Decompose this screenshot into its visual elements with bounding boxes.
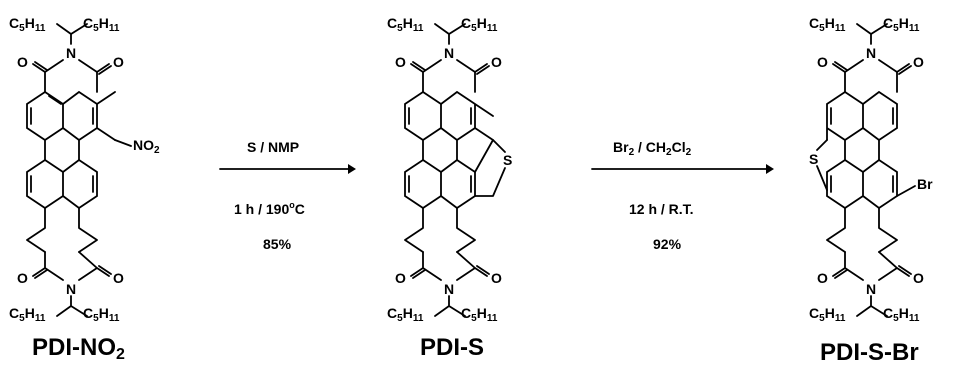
bottom-alkyl-right: C5H11 bbox=[461, 305, 498, 324]
bottom-imide-nitrogen: N bbox=[866, 281, 876, 297]
reaction-2-yield: 92% bbox=[653, 236, 682, 252]
caption-pdi-s-br: PDI-S-Br bbox=[820, 339, 919, 366]
top-imide-nitrogen: N bbox=[866, 45, 876, 61]
bottom-imide-nitrogen: N bbox=[66, 281, 76, 297]
top-oxygen-right: O bbox=[491, 54, 502, 70]
bromo-substituent: Br bbox=[917, 176, 933, 192]
top-alkyl-right: C5H11 bbox=[83, 15, 120, 34]
sulfur-bridge: S bbox=[809, 151, 818, 167]
bottom-alkyl-left: C5H11 bbox=[809, 305, 846, 324]
caption-pdi-s: PDI-S bbox=[420, 334, 484, 361]
reaction-1-reagent: S / NMP bbox=[247, 139, 299, 155]
bottom-oxygen-left: O bbox=[17, 270, 28, 286]
top-alkyl-right: C5H11 bbox=[461, 15, 498, 34]
sulfur-bridge: S bbox=[503, 152, 512, 168]
bottom-oxygen-left: O bbox=[817, 270, 828, 286]
bottom-oxygen-right: O bbox=[113, 270, 124, 286]
molecule-pdi-no2: C5H11 C5H11 N O O O O N C5H11 C5H11 NO2 bbox=[9, 15, 160, 324]
top-imide-nitrogen: N bbox=[66, 45, 76, 61]
top-oxygen-left: O bbox=[395, 54, 406, 70]
top-alkyl-left: C5H11 bbox=[9, 15, 46, 34]
top-alkyl-right: C5H11 bbox=[883, 15, 920, 34]
molecule-pdi-s-br: C5H11 C5H11 N O O S Br O O N C5H11 C5H11 bbox=[809, 15, 933, 324]
reaction-arrow-1: S / NMP 1 h / 190oC 85% bbox=[219, 139, 356, 252]
nitro-substituent: NO2 bbox=[133, 137, 160, 156]
bottom-imide-nitrogen: N bbox=[444, 281, 454, 297]
caption-pdi-no2: PDI-NO2 bbox=[32, 334, 125, 363]
bottom-alkyl-left: C5H11 bbox=[387, 305, 424, 324]
reaction-1-yield: 85% bbox=[263, 236, 292, 252]
top-imide-nitrogen: N bbox=[444, 45, 454, 61]
bottom-alkyl-right: C5H11 bbox=[83, 305, 120, 324]
top-oxygen-left: O bbox=[17, 54, 28, 70]
bottom-oxygen-left: O bbox=[395, 270, 406, 286]
molecule-pdi-s: C5H11 C5H11 N O O S O O N C5H11 C5H11 bbox=[387, 15, 512, 324]
reaction-2-reagent: Br2 / CH2Cl2 bbox=[613, 139, 692, 158]
bottom-oxygen-right: O bbox=[913, 270, 924, 286]
top-oxygen-right: O bbox=[913, 54, 924, 70]
bottom-oxygen-right: O bbox=[491, 270, 502, 286]
bottom-alkyl-right: C5H11 bbox=[883, 305, 920, 324]
top-oxygen-right: O bbox=[113, 54, 124, 70]
reaction-2-time-temp: 12 h / R.T. bbox=[629, 201, 694, 217]
top-oxygen-left: O bbox=[817, 54, 828, 70]
top-alkyl-left: C5H11 bbox=[387, 15, 424, 34]
bottom-alkyl-left: C5H11 bbox=[9, 305, 46, 324]
reaction-1-time-temp: 1 h / 190oC bbox=[234, 200, 305, 217]
reaction-arrow-2: Br2 / CH2Cl2 12 h / R.T. 92% bbox=[591, 139, 774, 252]
top-alkyl-left: C5H11 bbox=[809, 15, 846, 34]
